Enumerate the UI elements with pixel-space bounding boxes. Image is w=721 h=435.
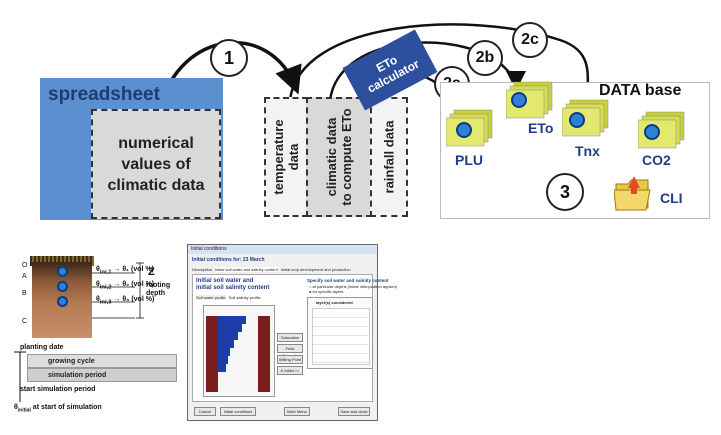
planting-date-label: planting date: [20, 344, 64, 351]
cancel-button[interactable]: Cancel: [194, 407, 216, 416]
dialog-header: Initial conditions for: 23 March: [192, 257, 265, 263]
horizon-c: C: [22, 318, 28, 325]
wilting-point-button[interactable]: Wilting Point: [277, 355, 303, 364]
rainfall-data-column: rainfall data: [370, 97, 408, 217]
tnx-label: Tnx: [575, 143, 600, 159]
z-label: Z: [148, 266, 155, 278]
database-title: DATA base: [599, 82, 682, 99]
step-2b-badge: 2b: [467, 40, 503, 76]
step-2c-badge: 2c: [512, 22, 548, 58]
eto-label: ETo: [528, 120, 554, 136]
initial-button[interactable]: & Initial >>: [277, 366, 303, 375]
theta-row-2: θini,2 → θ₂ (vol %): [96, 281, 155, 291]
soil-point-3: [57, 296, 68, 307]
numerical-values-line1: numerical: [118, 134, 194, 152]
subtab-salinity[interactable]: Soil salinity profile: [228, 295, 261, 300]
layers-title: layer(s) considered: [316, 300, 353, 305]
eto-folder-icon: [506, 81, 553, 119]
eto-climatic-data-column: climatic data to compute ETo: [306, 97, 372, 217]
temperature-label-line1: temperature: [271, 119, 286, 195]
temperature-label-line2: data: [286, 143, 301, 171]
co2-folder-icon: [638, 111, 685, 149]
numerical-values-line2: values of: [121, 155, 191, 173]
growing-cycle-label: growing cycle: [48, 357, 95, 365]
horizon-o: O: [22, 262, 28, 269]
tab-crop-development[interactable]: Initial crop development and production: [280, 267, 351, 272]
arrow-2c: [288, 23, 598, 107]
main-title-2: initial soil salinity content: [196, 285, 270, 291]
initial-conditions-button[interactable]: Initial conditions: [220, 407, 256, 416]
step-3-badge: 3: [546, 173, 584, 211]
rooting-depth-label: rooting depth: [146, 282, 171, 297]
radio-depths[interactable]: ○ at particular depths (linear interpola…: [309, 284, 398, 289]
numerical-values-box: numerical values of climatic data: [91, 109, 221, 219]
horizon-a: A: [22, 273, 27, 280]
field-capacity-button[interactable]: Field Capacity: [277, 344, 303, 358]
theta-row-3: θini,3 → θ₃ (vol %): [96, 296, 155, 306]
step-1-badge: 1: [210, 39, 248, 77]
main-title-1: Initial soil water and: [196, 278, 254, 284]
soil-water-profile-graphic: [203, 305, 275, 397]
window-titlebar: Initial conditions: [188, 245, 377, 254]
spreadsheet-label: spreadsheet: [48, 84, 160, 105]
cli-folder-icon: [614, 176, 651, 211]
radio-layers[interactable]: ● for specific layers: [309, 289, 344, 294]
subtab-water[interactable]: Soil water profile: [196, 295, 226, 300]
save-close-button[interactable]: Save and close: [338, 407, 370, 416]
simulation-period-bar: simulation period: [27, 368, 177, 382]
tab-description[interactable]: Description: [192, 267, 213, 272]
specify-title: Specify soil water and salinity content: [307, 278, 389, 283]
horizon-b: B: [22, 290, 27, 297]
simulation-period-label: simulation period: [48, 371, 107, 379]
layers-table: layer(s) considered: [307, 297, 373, 369]
soil-grass: [30, 256, 94, 266]
numerical-values-line3: climatic data: [107, 176, 205, 194]
saturation-button[interactable]: Saturation: [277, 333, 303, 342]
rainfall-data-label: rainfall data: [381, 120, 397, 194]
plu-folder-icon: [446, 109, 493, 147]
dialog-tab-content: Initial soil water and initial soil sali…: [192, 274, 397, 402]
initial-conditions-window: Initial conditions Initial conditions fo…: [187, 244, 397, 421]
tab-soil-water[interactable]: Initial soil water and salinity content: [215, 267, 278, 272]
temperature-data-column: temperature data: [264, 97, 308, 217]
plu-label: PLU: [455, 152, 483, 168]
climatic-data-line2: to compute ETo: [339, 108, 354, 206]
main-menu-button[interactable]: Main Menu: [284, 407, 310, 416]
soil-point-1: [57, 266, 68, 277]
tnx-folder-icon: [562, 99, 609, 137]
growing-cycle-bar: growing cycle: [27, 354, 177, 368]
cli-label: CLI: [660, 190, 683, 206]
theta-row-1: θini,1 → θ₁ (vol %): [96, 266, 154, 276]
climatic-data-line1: climatic data: [324, 117, 339, 197]
dialog-tabs: Description Initial soil water and salin…: [192, 267, 351, 272]
soil-point-2: [57, 281, 68, 292]
sub-tabs: Soil water profile Soil salinity profile: [196, 295, 261, 300]
co2-label: CO2: [642, 152, 671, 168]
theta-initial-label: θinitial at start of simulation: [14, 404, 102, 414]
start-simulation-label: start simulation period: [20, 386, 96, 393]
